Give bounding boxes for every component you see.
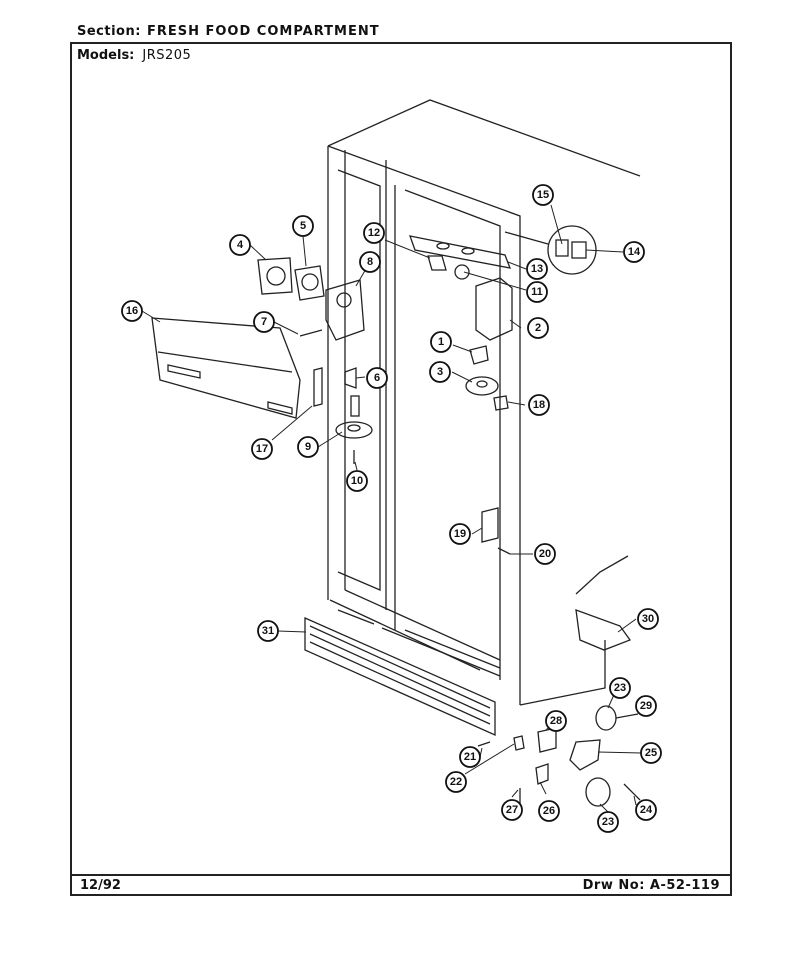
callout-22: 22	[445, 771, 467, 793]
light-parts	[409, 225, 597, 280]
callout-14: 14	[623, 241, 645, 263]
callout-9: 9	[297, 436, 319, 458]
svg-text:24: 24	[640, 804, 653, 816]
svg-text:23: 23	[614, 682, 626, 694]
callout-17: 17	[251, 438, 273, 460]
svg-text:15: 15	[537, 189, 549, 201]
svg-text:2: 2	[535, 322, 541, 334]
svg-text:9: 9	[305, 441, 311, 453]
section-value: FRESH FOOD COMPARTMENT	[146, 24, 380, 39]
svg-text:1: 1	[438, 336, 444, 348]
callout-20: 20	[534, 543, 556, 565]
footer-date: 12/92	[80, 878, 121, 893]
svg-text:22: 22	[450, 776, 462, 788]
footer-divider	[70, 874, 732, 876]
svg-text:12: 12	[368, 227, 380, 239]
section-title: Section: FRESH FOOD COMPARTMENT	[77, 24, 380, 39]
callout-13: 13	[526, 258, 548, 280]
callout-15: 15	[532, 184, 554, 206]
callout-21: 21	[459, 746, 481, 768]
callout-26: 26	[538, 800, 560, 822]
svg-text:16: 16	[126, 305, 138, 317]
svg-text:10: 10	[351, 475, 363, 487]
svg-text:17: 17	[256, 443, 268, 455]
switch-housing-parts	[465, 277, 513, 411]
callout-2: 2	[527, 317, 549, 339]
svg-text:26: 26	[543, 805, 555, 817]
svg-text:8: 8	[367, 256, 373, 268]
svg-text:19: 19	[454, 528, 466, 540]
svg-text:13: 13	[531, 263, 543, 275]
svg-text:29: 29	[640, 700, 652, 712]
callout-28: 28	[545, 710, 567, 732]
models-label: Models:	[77, 48, 135, 63]
svg-text:11: 11	[531, 286, 543, 298]
callout-23-upper: 23	[609, 677, 631, 699]
callout-10: 10	[346, 470, 368, 492]
callout-31: 31	[257, 620, 279, 642]
cabinet-liner	[327, 99, 641, 706]
callout-11: 11	[526, 281, 548, 303]
svg-text:14: 14	[628, 246, 641, 258]
callout-25: 25	[640, 742, 662, 764]
svg-text:28: 28	[550, 715, 562, 727]
callout-8: 8	[359, 251, 381, 273]
section-label: Section:	[77, 24, 141, 39]
hinge-area-part	[575, 555, 632, 651]
svg-text:6: 6	[374, 372, 380, 384]
svg-text:18: 18	[533, 399, 545, 411]
callout-16: 16	[121, 300, 143, 322]
callout-19: 19	[449, 523, 471, 545]
callout-18: 18	[528, 394, 550, 416]
callout-4: 4	[229, 234, 251, 256]
svg-text:5: 5	[300, 220, 306, 232]
leader-lines	[141, 204, 643, 813]
svg-text:23: 23	[602, 816, 614, 828]
control-assembly-parts	[257, 257, 365, 407]
callout-29: 29	[635, 695, 657, 717]
diagram-frame	[70, 42, 732, 896]
svg-text:7: 7	[261, 316, 267, 328]
svg-text:4: 4	[237, 239, 244, 251]
svg-text:21: 21	[464, 751, 476, 763]
callout-23-lower: 23	[597, 811, 619, 833]
control-cover-part	[151, 317, 301, 419]
svg-text:3: 3	[437, 366, 443, 378]
callout-5: 5	[292, 215, 314, 237]
models-line: Models: JRS205	[77, 48, 191, 63]
callout-27: 27	[501, 799, 523, 821]
footer-drawing-number: Drw No: A-52-119	[582, 878, 720, 893]
svg-text:30: 30	[642, 613, 654, 625]
callout-30: 30	[637, 608, 659, 630]
callout-12: 12	[363, 222, 385, 244]
grille-part	[304, 617, 496, 737]
svg-text:20: 20	[539, 548, 551, 560]
svg-text:31: 31	[262, 625, 274, 637]
svg-text:25: 25	[645, 747, 657, 759]
callout-1: 1	[430, 331, 452, 353]
callout-3: 3	[429, 361, 451, 383]
svg-text:27: 27	[506, 804, 518, 816]
models-value: JRS205	[142, 48, 192, 63]
knob-parts	[335, 367, 373, 464]
callout-24: 24	[635, 799, 657, 821]
callout-7: 7	[253, 311, 275, 333]
callout-6: 6	[366, 367, 388, 389]
bracket-parts	[481, 507, 511, 555]
